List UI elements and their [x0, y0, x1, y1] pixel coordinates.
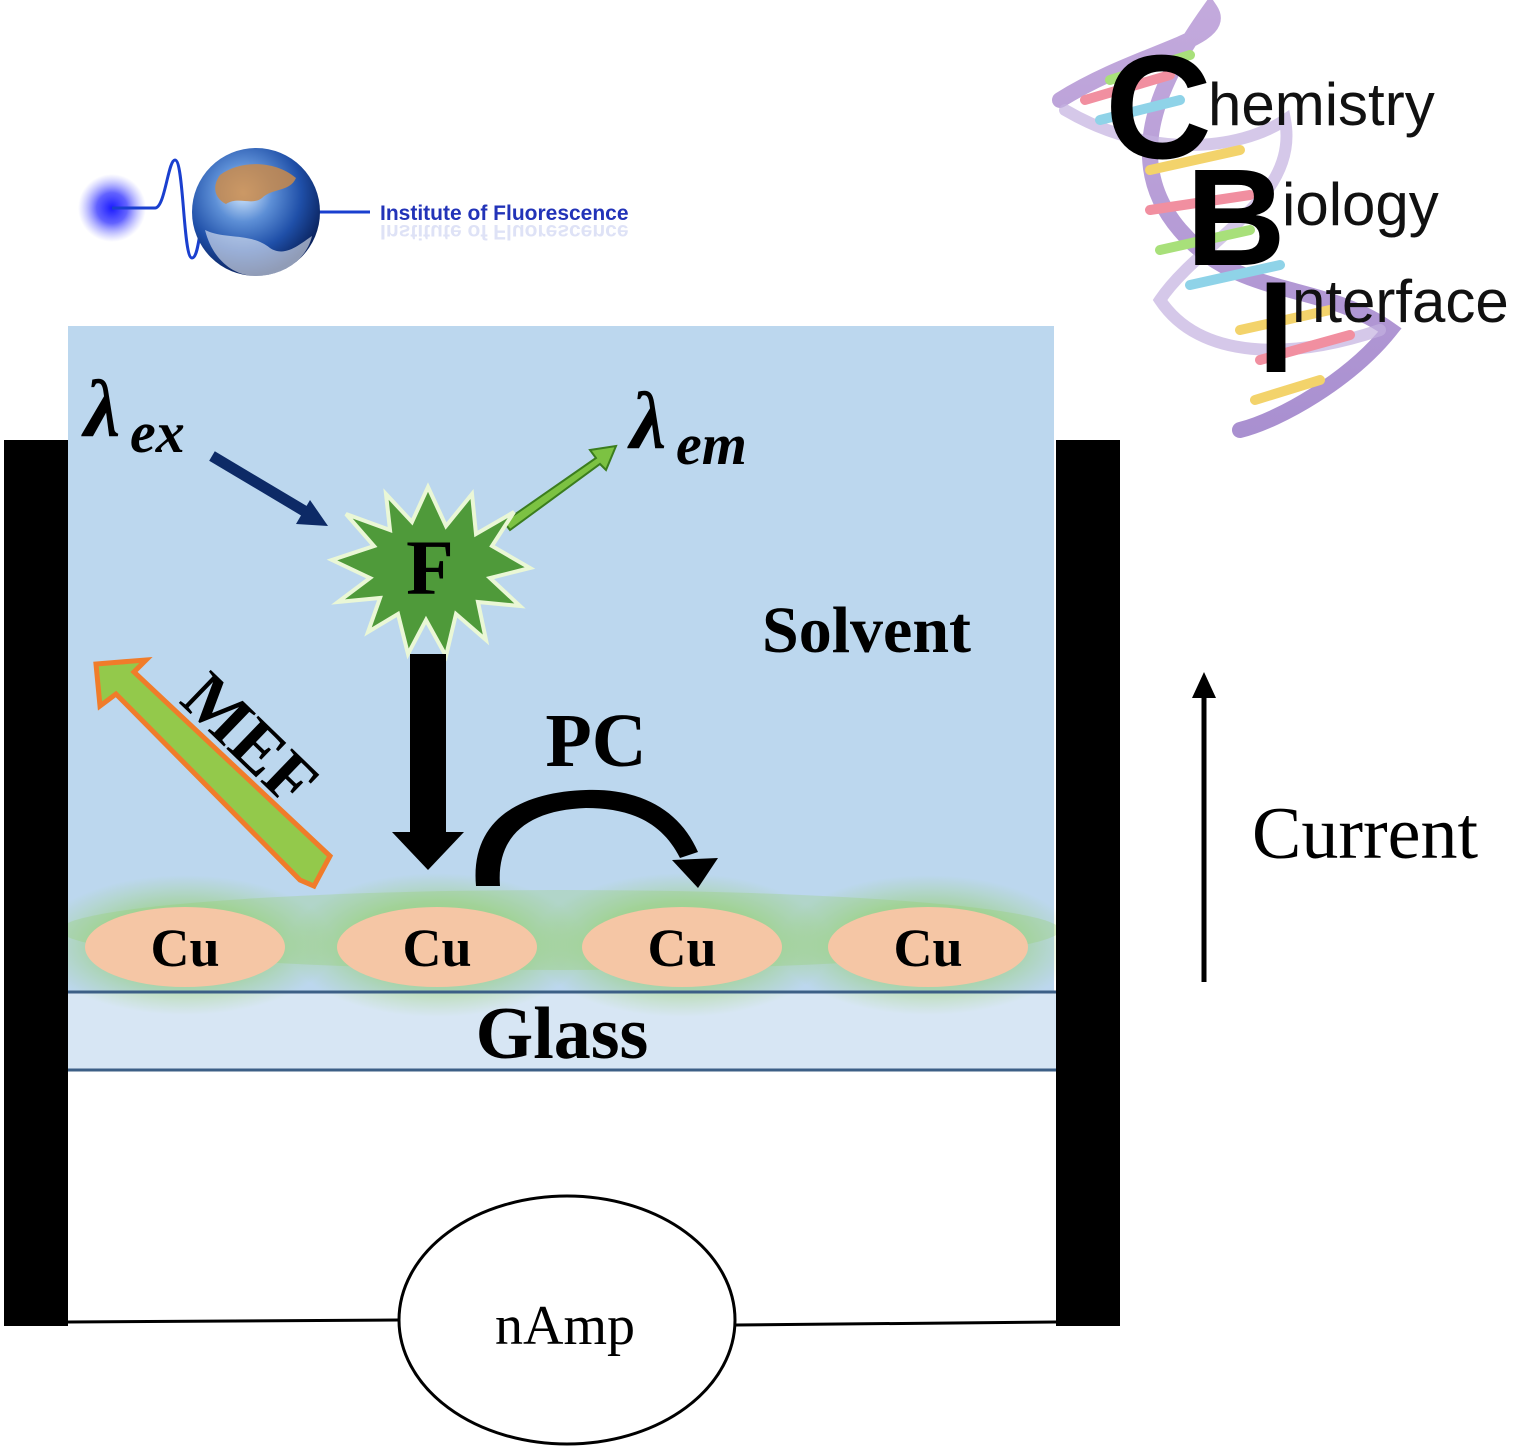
- copper-particle: Cu: [337, 907, 537, 987]
- glass-label: Glass: [476, 993, 649, 1075]
- emission-subscript: em: [676, 412, 747, 477]
- cbi-word-biology: iology: [1282, 171, 1439, 238]
- dna-base-pairs: [1080, 50, 1355, 405]
- plasmon-coupling-arrow: [475, 789, 718, 888]
- right-electrode: [1056, 440, 1120, 1326]
- emission-arrow: [502, 444, 618, 532]
- nanoammeter: nAmp: [397, 1194, 737, 1446]
- mef-arrow: [93, 656, 334, 890]
- excitation-arrow: [209, 451, 328, 526]
- copper-particle: Cu: [582, 907, 782, 987]
- solvent-label: Solvent: [762, 594, 971, 667]
- energy-transfer-arrow: [392, 654, 464, 870]
- cbi-word-interface: nterface: [1292, 268, 1509, 335]
- emission-wavelength-label: λ em: [627, 375, 747, 477]
- fluorophore-star: F: [326, 482, 536, 662]
- left-electrode: [4, 440, 68, 1326]
- particle-label: Cu: [893, 918, 962, 978]
- excitation-subscript: ex: [130, 400, 185, 465]
- cbi-letter-b: B: [1186, 141, 1286, 295]
- copper-particle: Cu: [828, 907, 1028, 987]
- chemistry-biology-interface-logo: C hemistry B iology I nterface: [1052, 0, 1509, 438]
- copper-particle: Cu: [85, 907, 285, 987]
- earth-clouds: [205, 230, 312, 276]
- fluorophore-label: F: [406, 524, 454, 611]
- institute-name: Institute of Fluorescence: [380, 202, 629, 225]
- plasmon-coupling-label: PC: [545, 699, 646, 783]
- institute-of-fluorescence-logo: Institute of Fluorescence Institute of F…: [78, 148, 629, 276]
- current-direction-arrow: [1192, 672, 1216, 982]
- particle-label: Cu: [647, 918, 716, 978]
- circuit-wire-left: [67, 1318, 399, 1324]
- excitation-wavelength-label: λ ex: [81, 363, 185, 465]
- cbi-letter-i: I: [1258, 254, 1294, 400]
- circuit-wire-right: [735, 1320, 1057, 1327]
- current-label: Current: [1252, 793, 1478, 875]
- cbi-letter-c: C: [1105, 25, 1212, 190]
- particle-label: Cu: [402, 918, 471, 978]
- copper-particles: Cu Cu Cu Cu: [85, 907, 1028, 987]
- dna-helix-strand-b: [1059, 104, 1386, 356]
- lambda-symbol: λ: [81, 363, 120, 454]
- meter-label: nAmp: [495, 1295, 635, 1357]
- earth-continent: [215, 164, 296, 204]
- institute-name-reflection: Institute of Fluorescence: [380, 220, 629, 243]
- particle-label: Cu: [150, 918, 219, 978]
- cbi-word-chemistry: hemistry: [1208, 71, 1435, 138]
- lambda-symbol: λ: [627, 375, 666, 466]
- dna-helix-strand-a: [1052, 0, 1402, 438]
